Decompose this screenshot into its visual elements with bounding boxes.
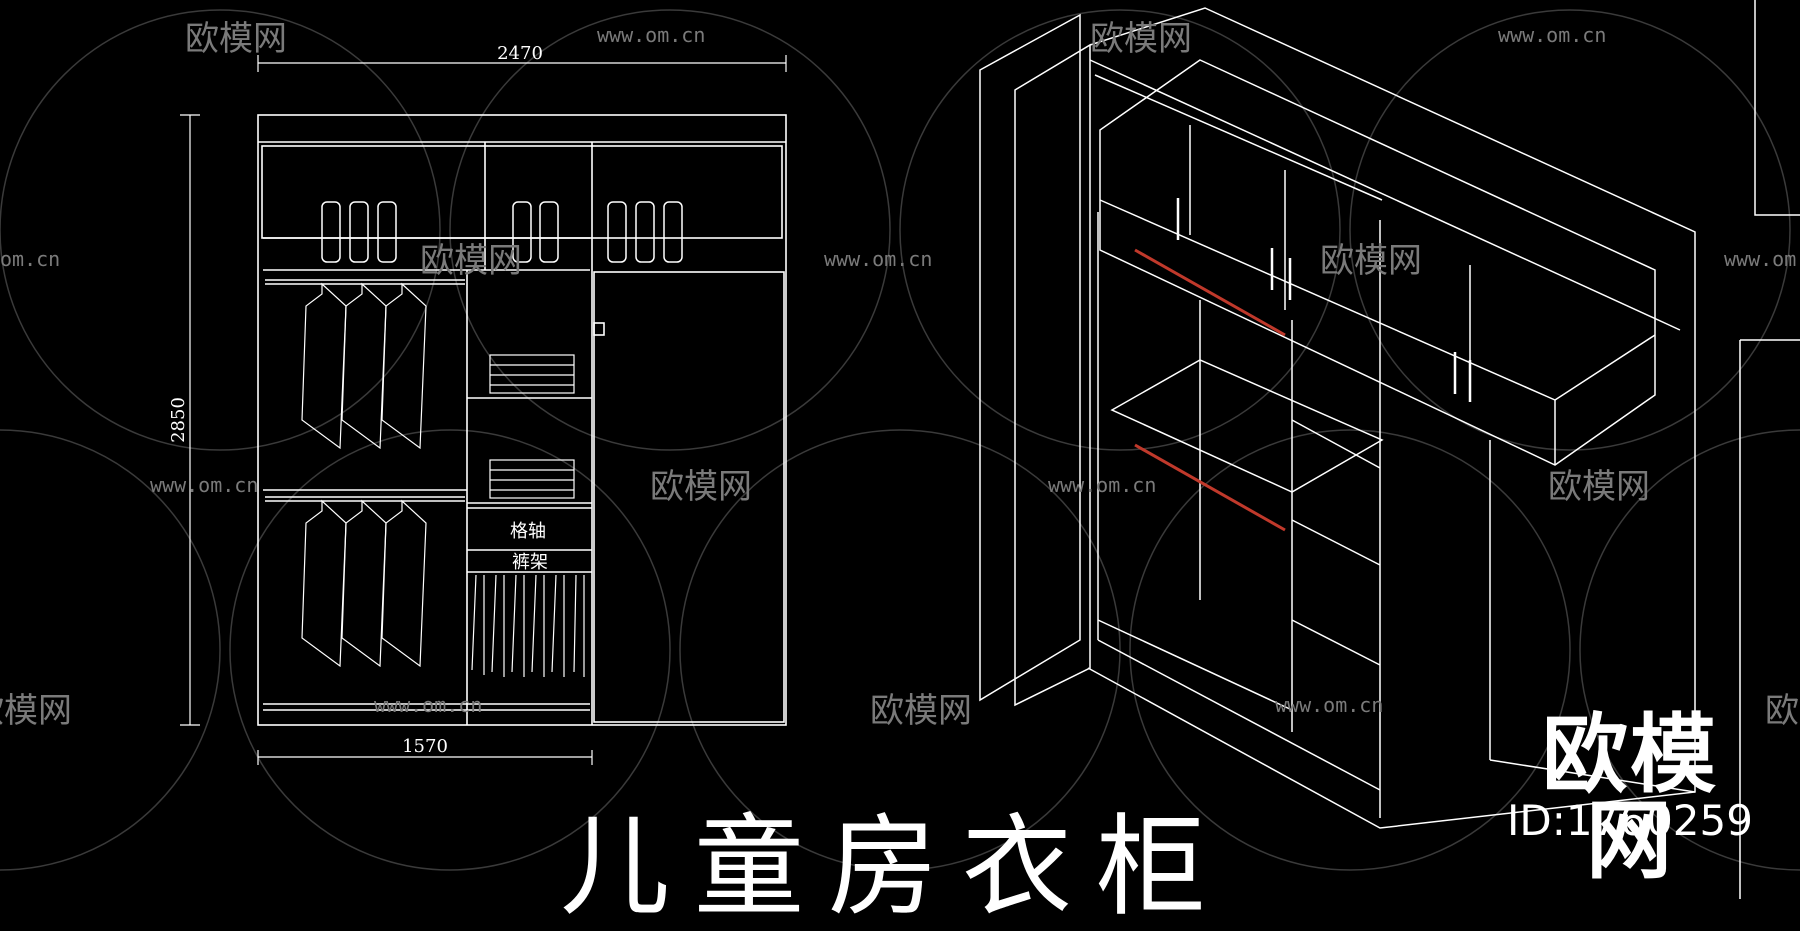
isometric-view [979, 7, 1696, 829]
dimension-overall-width: 2470 [497, 43, 543, 64]
watermark-url: www.om.cn [597, 23, 705, 47]
watermark-brand: 欧模网 [870, 691, 972, 731]
watermark-urls: www.om.cn www.om.cn www.om.cn www.om.cn … [0, 23, 1800, 717]
brand-badge-title: 欧模网 [1542, 705, 1718, 891]
watermark-url-cropped: om.cn [0, 247, 60, 271]
watermark-brand: 欧模网 [1548, 467, 1650, 507]
watermark-url: www.om.cn [374, 693, 482, 717]
pants-rack-label: 裤架 [512, 552, 548, 573]
hanging-pants [471, 574, 585, 677]
watermark-brand: 欧模网 [650, 467, 752, 507]
watermark-url: www.om.cn [1048, 473, 1156, 497]
watermark-brand-cropped: 欧模网 [1765, 691, 1800, 731]
watermark-url: www.om.cn [1275, 693, 1383, 717]
watermark-url: www.om.cn [150, 473, 258, 497]
cad-drawing-canvas: 格轴 裤架 2470 2850 1570 [0, 0, 1800, 899]
watermark-url: www.om.cn [824, 247, 932, 271]
watermark-brand: 欧模网 [1320, 241, 1422, 281]
grid-shelf-label: 格轴 [510, 521, 546, 542]
watermark-logos: 欧模网 欧模网 欧模网 欧模网 欧模网 欧模网 欧模网 欧模网 欧模网 [0, 19, 1800, 731]
iso-right-frame [1739, 0, 1800, 899]
dimension-height: 2850 [168, 397, 189, 443]
dimension-lines [180, 55, 787, 765]
watermark-brand-cropped: 欧模网 [0, 691, 72, 731]
watermark-brand: 欧模网 [185, 19, 287, 59]
iso-handles [1176, 198, 1472, 402]
watermark-url: www.om.cn [1724, 247, 1800, 271]
dimension-lower-width: 1570 [402, 736, 448, 757]
brand-badge-id: ID:1760259 [1507, 796, 1753, 845]
hanging-clothes [301, 282, 427, 668]
watermark-url: www.om.cn [1498, 23, 1606, 47]
folded-shirts [489, 354, 575, 499]
watermark-brand: 欧模网 [1090, 19, 1192, 59]
watermark-circles [0, 9, 1800, 871]
drawing-title: 儿童房衣柜 [560, 803, 1230, 931]
iso-hanging-rods [1134, 248, 1286, 532]
storage-boxes [321, 201, 683, 263]
front-elevation [257, 114, 787, 726]
watermark-brand: 欧模网 [420, 241, 522, 281]
